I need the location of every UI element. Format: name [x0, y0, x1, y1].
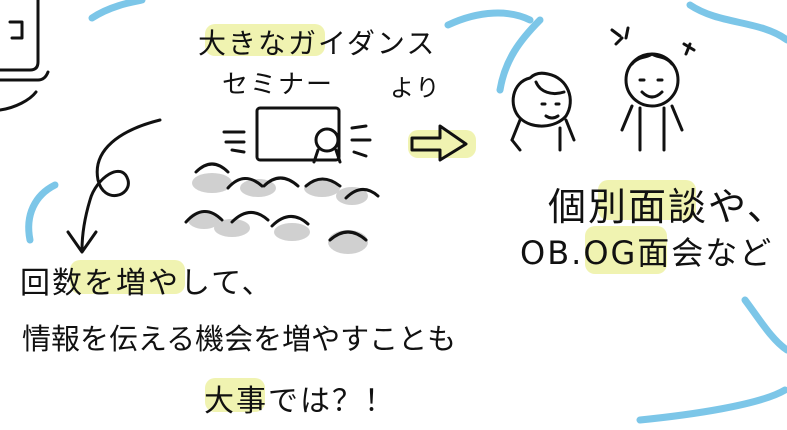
left-line-2: 情報を伝える機会を増やすことも — [22, 322, 457, 356]
highlight-obog — [585, 226, 667, 274]
left-line-1: 回数を増やして、 — [20, 266, 274, 301]
seminar-line-2: セミナー — [222, 70, 335, 100]
audience-heads-icon — [184, 162, 380, 242]
left-line-3: 大事では？！ — [204, 384, 396, 419]
highlight-kojin — [598, 180, 696, 220]
two-people-icon — [510, 26, 696, 152]
interview-line-2: OB.OG面会など — [520, 234, 774, 272]
highlight-daiji — [205, 378, 265, 412]
interview-line-1: 個別面談や、 — [548, 185, 787, 229]
tablet-corner-icon — [0, 0, 50, 112]
yori-label: より — [390, 74, 442, 102]
highlight-large — [205, 24, 325, 56]
seminar-line-1: 大きなガイダンス — [198, 27, 437, 60]
cloud-border-icon — [25, 0, 787, 424]
highlight-kaisuu — [70, 260, 185, 294]
right-arrow-icon — [410, 124, 468, 162]
curved-arrow-icon — [66, 118, 162, 254]
presenter-screen-icon — [222, 106, 372, 164]
